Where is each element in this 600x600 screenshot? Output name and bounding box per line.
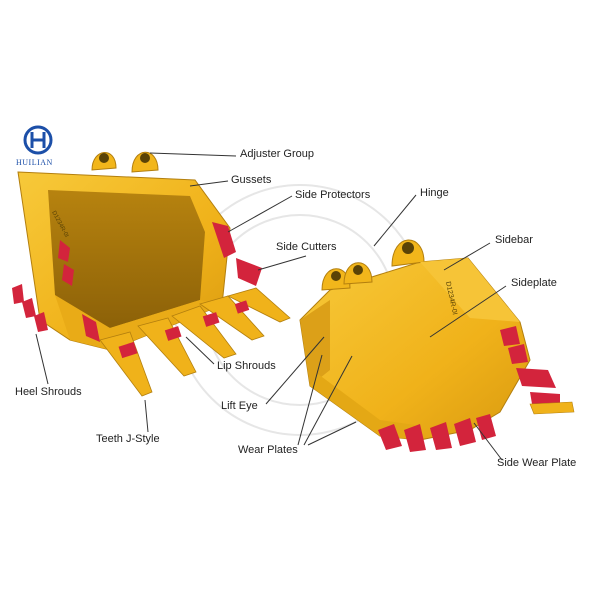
label-side-wear-plate: Side Wear Plate <box>497 457 577 469</box>
label-side-cutters: Side Cutters <box>276 241 337 253</box>
label-sidebar: Sidebar <box>495 234 533 246</box>
label-lip-shrouds: Lip Shrouds <box>217 360 276 372</box>
hinge-lugs <box>321 239 425 291</box>
adjuster-group-lugs <box>91 151 159 173</box>
left-bucket: D1234R-0I <box>12 151 291 397</box>
label-sideplate: Sideplate <box>511 277 557 289</box>
left-teeth <box>99 287 291 397</box>
label-side-protectors: Side Protectors <box>295 189 371 201</box>
label-gussets: Gussets <box>231 174 272 186</box>
label-hinge: Hinge <box>420 187 449 199</box>
label-lift-eye: Lift Eye <box>221 400 258 412</box>
label-heel-shrouds: Heel Shrouds <box>15 386 82 398</box>
label-adjuster-group: Adjuster Group <box>240 148 314 160</box>
brand-name: HUILIAN <box>16 158 53 167</box>
label-teeth-j-style: Teeth J-Style <box>96 433 160 445</box>
label-wear-plates: Wear Plates <box>238 444 298 456</box>
huilian-logo-icon <box>23 125 53 155</box>
leader-lines <box>35 152 507 461</box>
right-bucket: D1234R-0I <box>299 239 575 452</box>
